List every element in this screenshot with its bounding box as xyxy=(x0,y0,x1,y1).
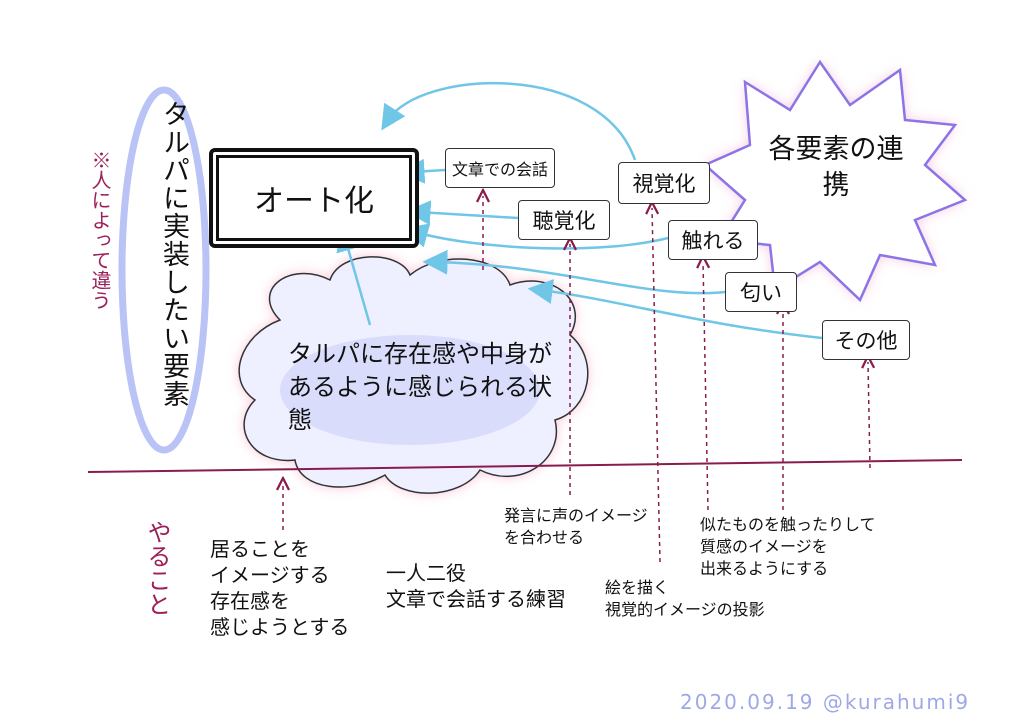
title-vertical: タルパに実装したい要素 xyxy=(158,100,189,408)
burst-text: 各要素の連携 xyxy=(768,134,904,201)
blue-arrows xyxy=(336,82,823,340)
cloud-text: タルパに存在感や中身があるように感じられる状態 xyxy=(288,340,552,434)
practice-two-roles: 一人二役 文章で会話する練習 xyxy=(386,561,566,611)
cloud-shape xyxy=(238,256,589,494)
element-text-chat: 文章での会話 xyxy=(445,148,555,188)
dashed-arrows xyxy=(283,196,870,563)
element-visual: 視覚化 xyxy=(618,162,710,204)
auto-box: オート化 xyxy=(209,148,419,248)
side-note-bottom: やること xyxy=(143,520,171,616)
practice-touch: 似たものを触ったりして 質感のイメージを 出来るようにする xyxy=(700,515,876,578)
element-touch: 触れる xyxy=(668,220,758,260)
title-oval xyxy=(118,86,210,454)
practice-voice: 発言に声のイメージ を合わせる xyxy=(504,506,648,547)
practice-draw: 絵を描く 視覚的イメージの投影 xyxy=(605,578,765,619)
signature: 2020.09.19 @kurahumi9 xyxy=(680,690,971,714)
side-note-top: ※人によって違う xyxy=(88,150,112,310)
practice-presence: 居ることを イメージする 存在感を 感じようとする xyxy=(210,537,350,639)
baseline xyxy=(87,459,963,473)
element-other: その他 xyxy=(822,320,910,360)
burst-shape xyxy=(702,59,968,303)
element-hearing: 聴覚化 xyxy=(518,200,610,240)
element-smell: 匂い xyxy=(725,272,797,312)
